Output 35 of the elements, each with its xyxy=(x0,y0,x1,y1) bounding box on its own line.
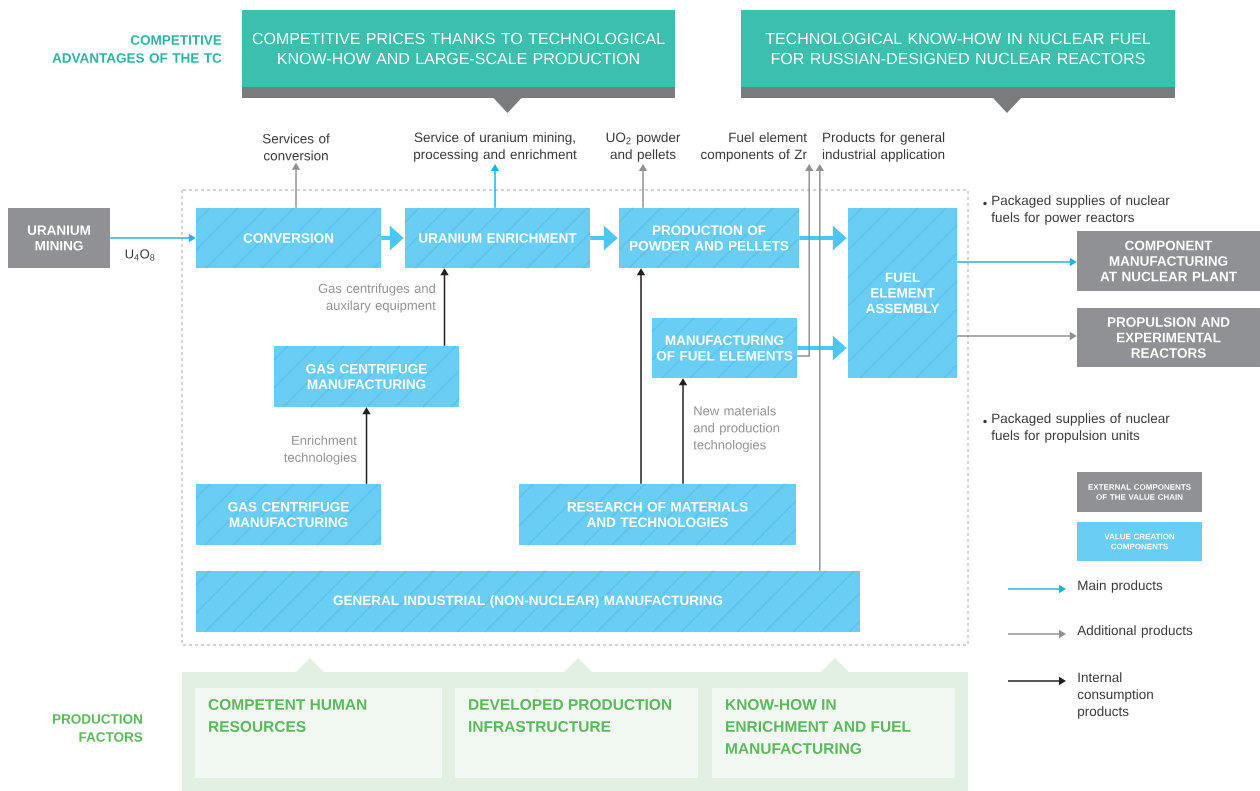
edge-label: U$_{4}$O$_{8}$ xyxy=(125,249,155,261)
external-box: COMPONENT MANUFACTURING AT NUCLEAR PLANT xyxy=(1077,231,1260,291)
process-box: GENERAL INDUSTRIAL (NON-NUCLEAR) MANUFACTURING xyxy=(195,570,861,633)
row-heading: PRODUCTION FACTORS xyxy=(52,714,143,742)
product-label: Service of uranium mining, processing and enrichment xyxy=(414,132,577,162)
arrow xyxy=(440,268,449,347)
banner: TECHNOLOGICAL KNOW-HOW IN NUCLEAR FUEL FOR RUSSIAN-DESIGNED NUCLEAR REACTORS xyxy=(741,10,1175,113)
product-label: UO$_{2}$ powder and pellets xyxy=(606,132,681,162)
factor-box: DEVELOPED PRODUCTION INFRASTRUCTURE xyxy=(455,688,698,778)
process-box: MANUFACTURING OF FUEL ELEMENTS xyxy=(651,317,798,379)
product-label: Products for general industrial application xyxy=(822,132,945,162)
factor-box: COMPETENT HUMAN RESOURCES xyxy=(195,688,442,778)
product-label: Services of conversion xyxy=(262,133,330,161)
process-box: FUEL ELEMENT ASSEMBLY xyxy=(847,207,958,379)
legend-label: Internal consumption products xyxy=(1077,672,1153,719)
note: Packaged supplies of nuclear fuels for propulsion units xyxy=(991,413,1170,443)
process-box: PRODUCTION OF POWDER AND PELLETS xyxy=(618,207,800,269)
process-box: URANIUM ENRICHMENT xyxy=(404,207,591,269)
factor-box: KNOW-HOW IN ENRICHMENT AND FUEL MANUFACTURING xyxy=(712,688,955,778)
row-heading: COMPETITIVE ADVANTAGES OF THE TC xyxy=(52,35,222,63)
process-box: GAS CENTRIFUGE MANUFACTURING xyxy=(195,483,382,546)
process-box: CONVERSION xyxy=(195,207,382,269)
process-box: GAS CENTRIFUGE MANUFACTURING xyxy=(273,345,460,408)
edge-label: Gas centrifuges and auxilary equipment xyxy=(318,283,436,313)
note: Packaged supplies of nuclear fuels for power reactors xyxy=(991,195,1170,225)
legend-label: Main products xyxy=(1078,580,1163,593)
edge-label: New materials and production technologies xyxy=(693,405,780,453)
legend-label: Additional products xyxy=(1077,625,1193,638)
external-box: URANIUM MINING xyxy=(8,208,110,268)
product-label: Fuel element components of Zr xyxy=(701,132,807,162)
external-box: PROPULSION AND EXPERIMENTAL REACTORS xyxy=(1077,308,1260,367)
process-box: RESEARCH OF MATERIALS AND TECHNOLOGIES xyxy=(518,483,797,546)
edge-label: Enrichment technologies xyxy=(284,435,357,465)
banner: COMPETITIVE PRICES THANKS TO TECHNOLOGICAL KNOW-HOW AND LARGE-SCALE PRODUCTION xyxy=(242,10,675,113)
arrow xyxy=(362,407,371,485)
